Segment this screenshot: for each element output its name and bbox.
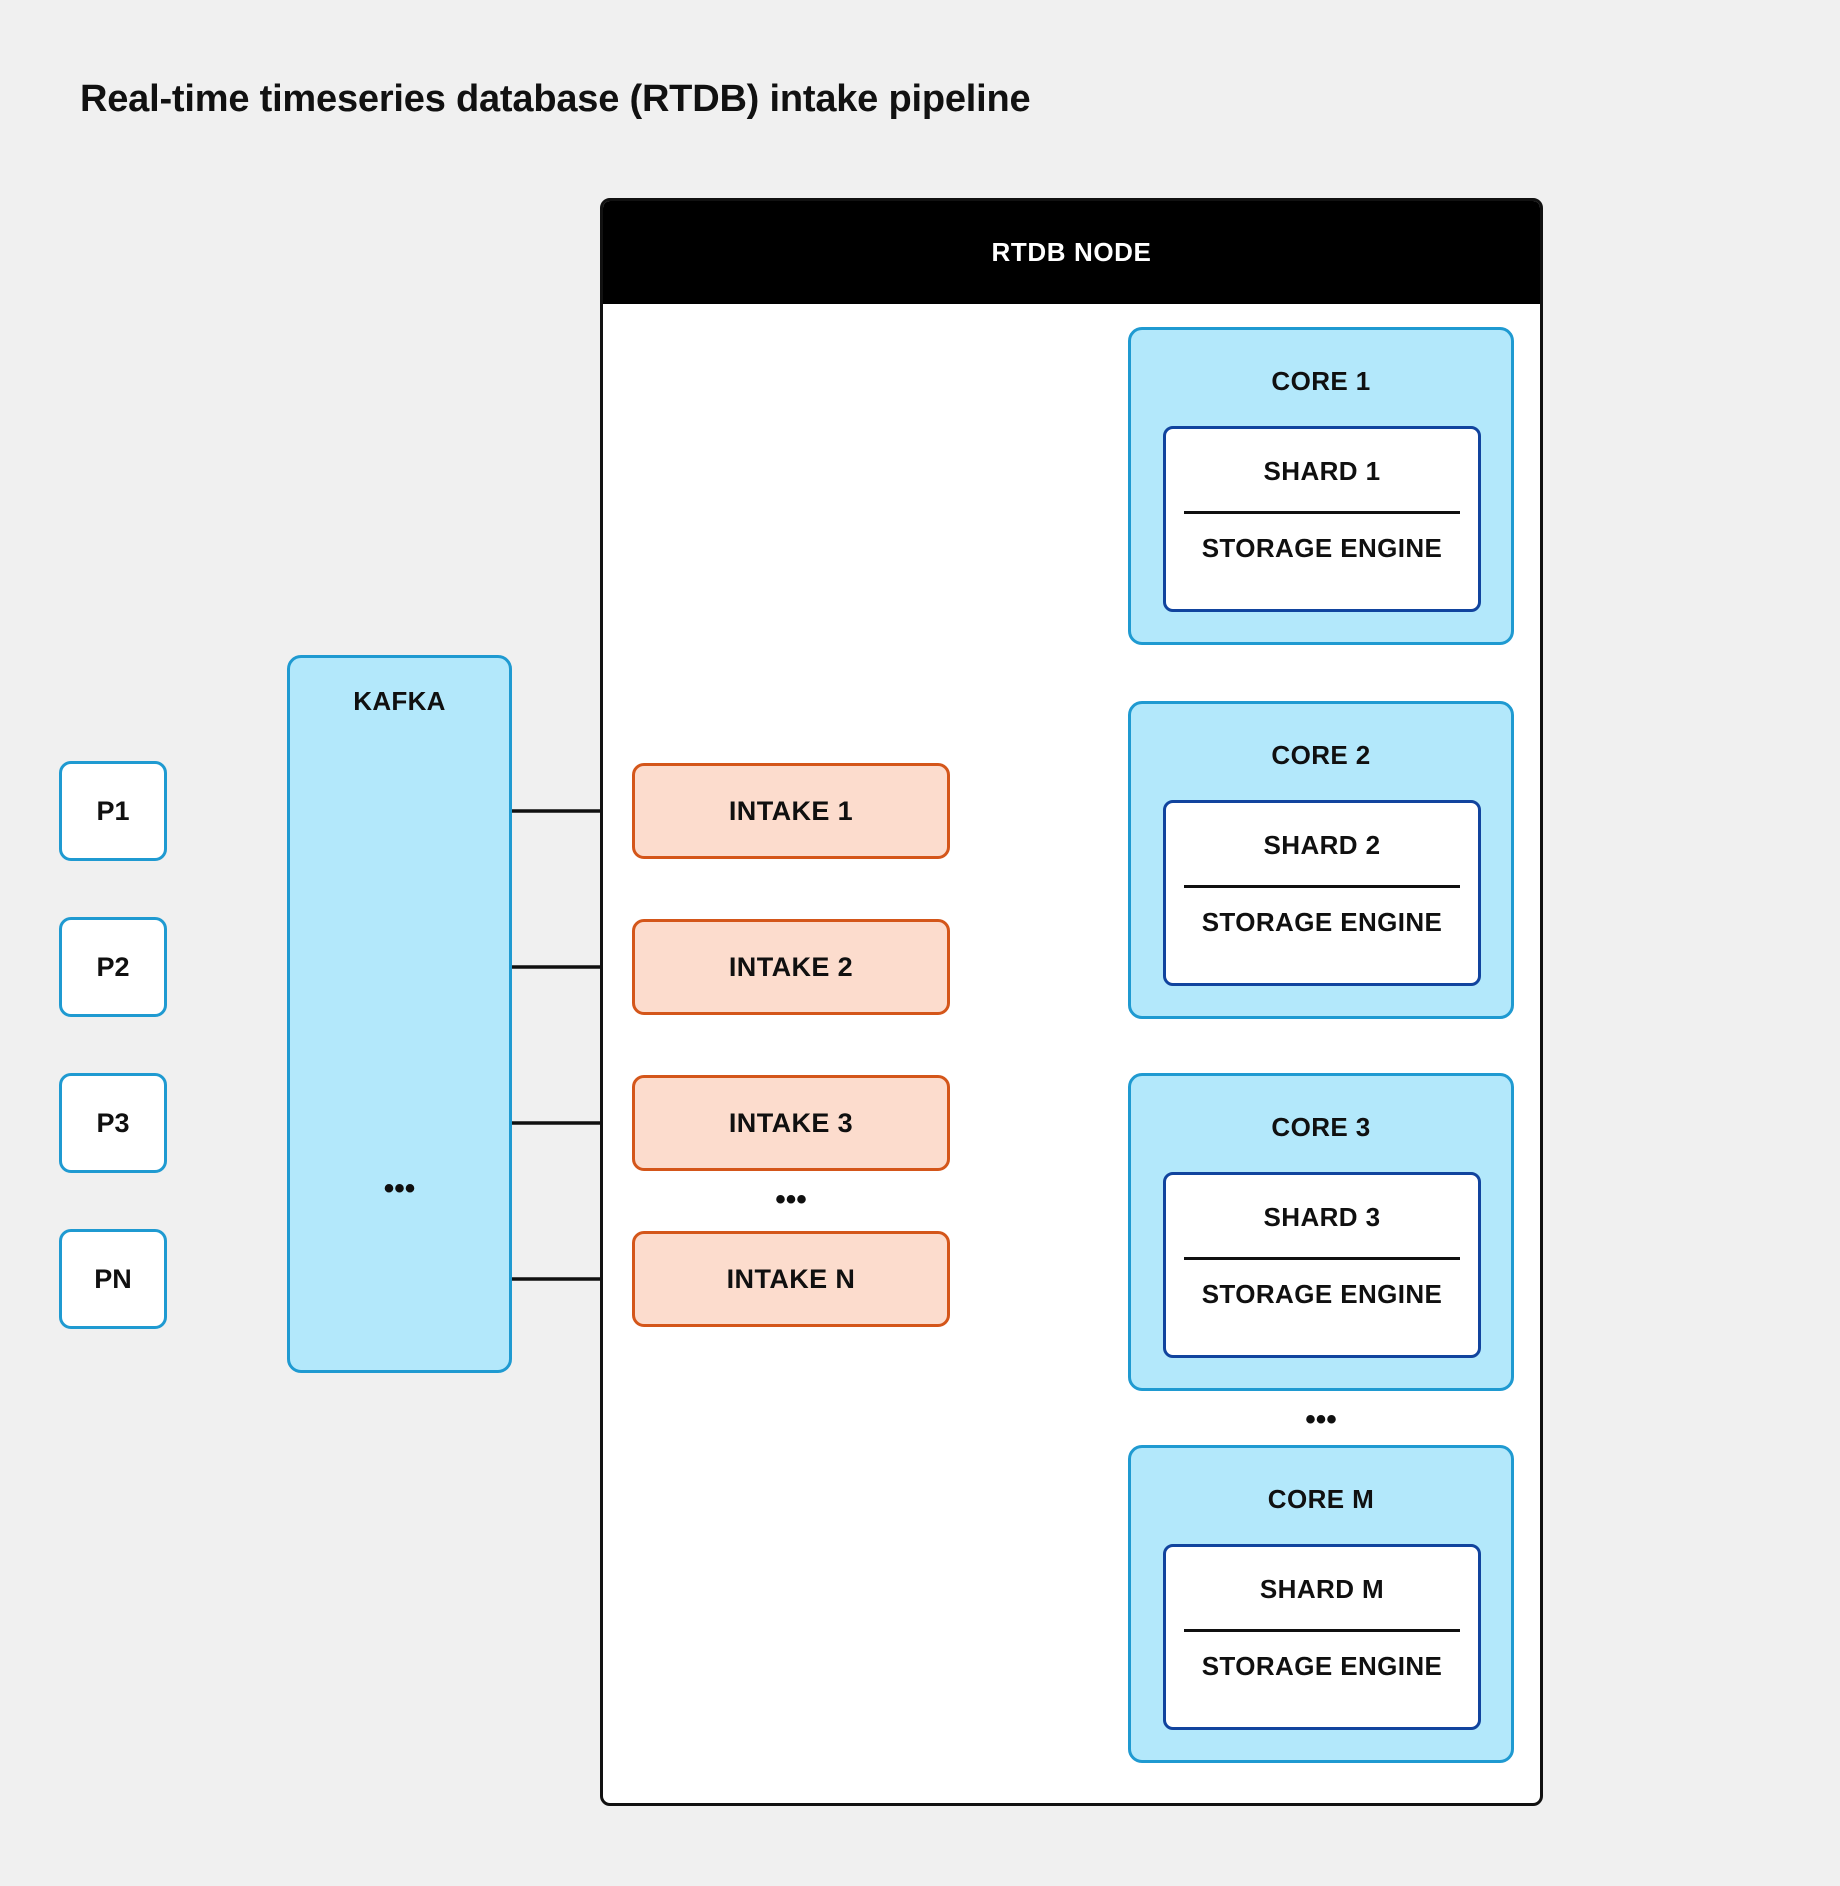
kafka-partition-p3[interactable]: P3 bbox=[59, 1073, 167, 1173]
shard-divider bbox=[1184, 885, 1460, 888]
kafka-partition-p1[interactable]: P1 bbox=[59, 761, 167, 861]
kafka-partition-label: PN bbox=[94, 1263, 132, 1294]
core-label: CORE 3 bbox=[1271, 1112, 1371, 1142]
kafka-partition-label: P3 bbox=[96, 1107, 130, 1138]
storage-engine-label: STORAGE ENGINE bbox=[1201, 1279, 1443, 1309]
rtdb-node-header: RTDB NODE bbox=[603, 201, 1540, 304]
core-m[interactable]: CORE M SHARD M STORAGE ENGINE bbox=[1128, 1445, 1514, 1763]
page-title: Real-time timeseries database (RTDB) int… bbox=[80, 78, 1031, 120]
shard-divider bbox=[1184, 511, 1460, 514]
storage-engine-label: STORAGE ENGINE bbox=[1201, 533, 1443, 563]
core-ellipsis: ••• bbox=[1305, 1403, 1337, 1436]
rtdb-node-header-label: RTDB NODE bbox=[991, 237, 1152, 267]
shard-2[interactable]: SHARD 2 STORAGE ENGINE bbox=[1163, 800, 1481, 986]
shard-label: SHARD M bbox=[1259, 1574, 1385, 1604]
intake-ellipsis: ••• bbox=[775, 1183, 807, 1216]
kafka-ellipsis: ••• bbox=[383, 1172, 416, 1205]
intake-label: INTAKE 3 bbox=[728, 1107, 854, 1138]
core-label: CORE M bbox=[1267, 1484, 1375, 1514]
core-label: CORE 1 bbox=[1271, 366, 1371, 396]
intake-label: INTAKE 1 bbox=[728, 795, 854, 826]
intake-label: INTAKE N bbox=[726, 1263, 856, 1294]
intake-n[interactable]: INTAKE N bbox=[632, 1231, 950, 1327]
kafka-partition-pn[interactable]: PN bbox=[59, 1229, 167, 1329]
kafka-group: KAFKA bbox=[287, 655, 512, 1373]
intake-label: INTAKE 2 bbox=[728, 951, 854, 982]
intake-1[interactable]: INTAKE 1 bbox=[632, 763, 950, 859]
shard-divider bbox=[1184, 1257, 1460, 1260]
core-label: CORE 2 bbox=[1271, 740, 1371, 770]
shard-label: SHARD 1 bbox=[1263, 456, 1381, 486]
core-3[interactable]: CORE 3 SHARD 3 STORAGE ENGINE bbox=[1128, 1073, 1514, 1391]
storage-engine-label: STORAGE ENGINE bbox=[1201, 1651, 1443, 1681]
intake-3[interactable]: INTAKE 3 bbox=[632, 1075, 950, 1171]
shard-label: SHARD 3 bbox=[1263, 1202, 1381, 1232]
shard-3[interactable]: SHARD 3 STORAGE ENGINE bbox=[1163, 1172, 1481, 1358]
kafka-label: KAFKA bbox=[353, 686, 446, 716]
core-1[interactable]: CORE 1 SHARD 1 STORAGE ENGINE bbox=[1128, 327, 1514, 645]
storage-engine-label: STORAGE ENGINE bbox=[1201, 907, 1443, 937]
core-2[interactable]: CORE 2 SHARD 2 STORAGE ENGINE bbox=[1128, 701, 1514, 1019]
shard-divider bbox=[1184, 1629, 1460, 1632]
kafka-partition-p2[interactable]: P2 bbox=[59, 917, 167, 1017]
shard-1[interactable]: SHARD 1 STORAGE ENGINE bbox=[1163, 426, 1481, 612]
kafka-partition-label: P2 bbox=[96, 951, 130, 982]
intake-2[interactable]: INTAKE 2 bbox=[632, 919, 950, 1015]
kafka-partition-label: P1 bbox=[96, 795, 130, 826]
shard-label: SHARD 2 bbox=[1263, 830, 1381, 860]
shard-m[interactable]: SHARD M STORAGE ENGINE bbox=[1163, 1544, 1481, 1730]
